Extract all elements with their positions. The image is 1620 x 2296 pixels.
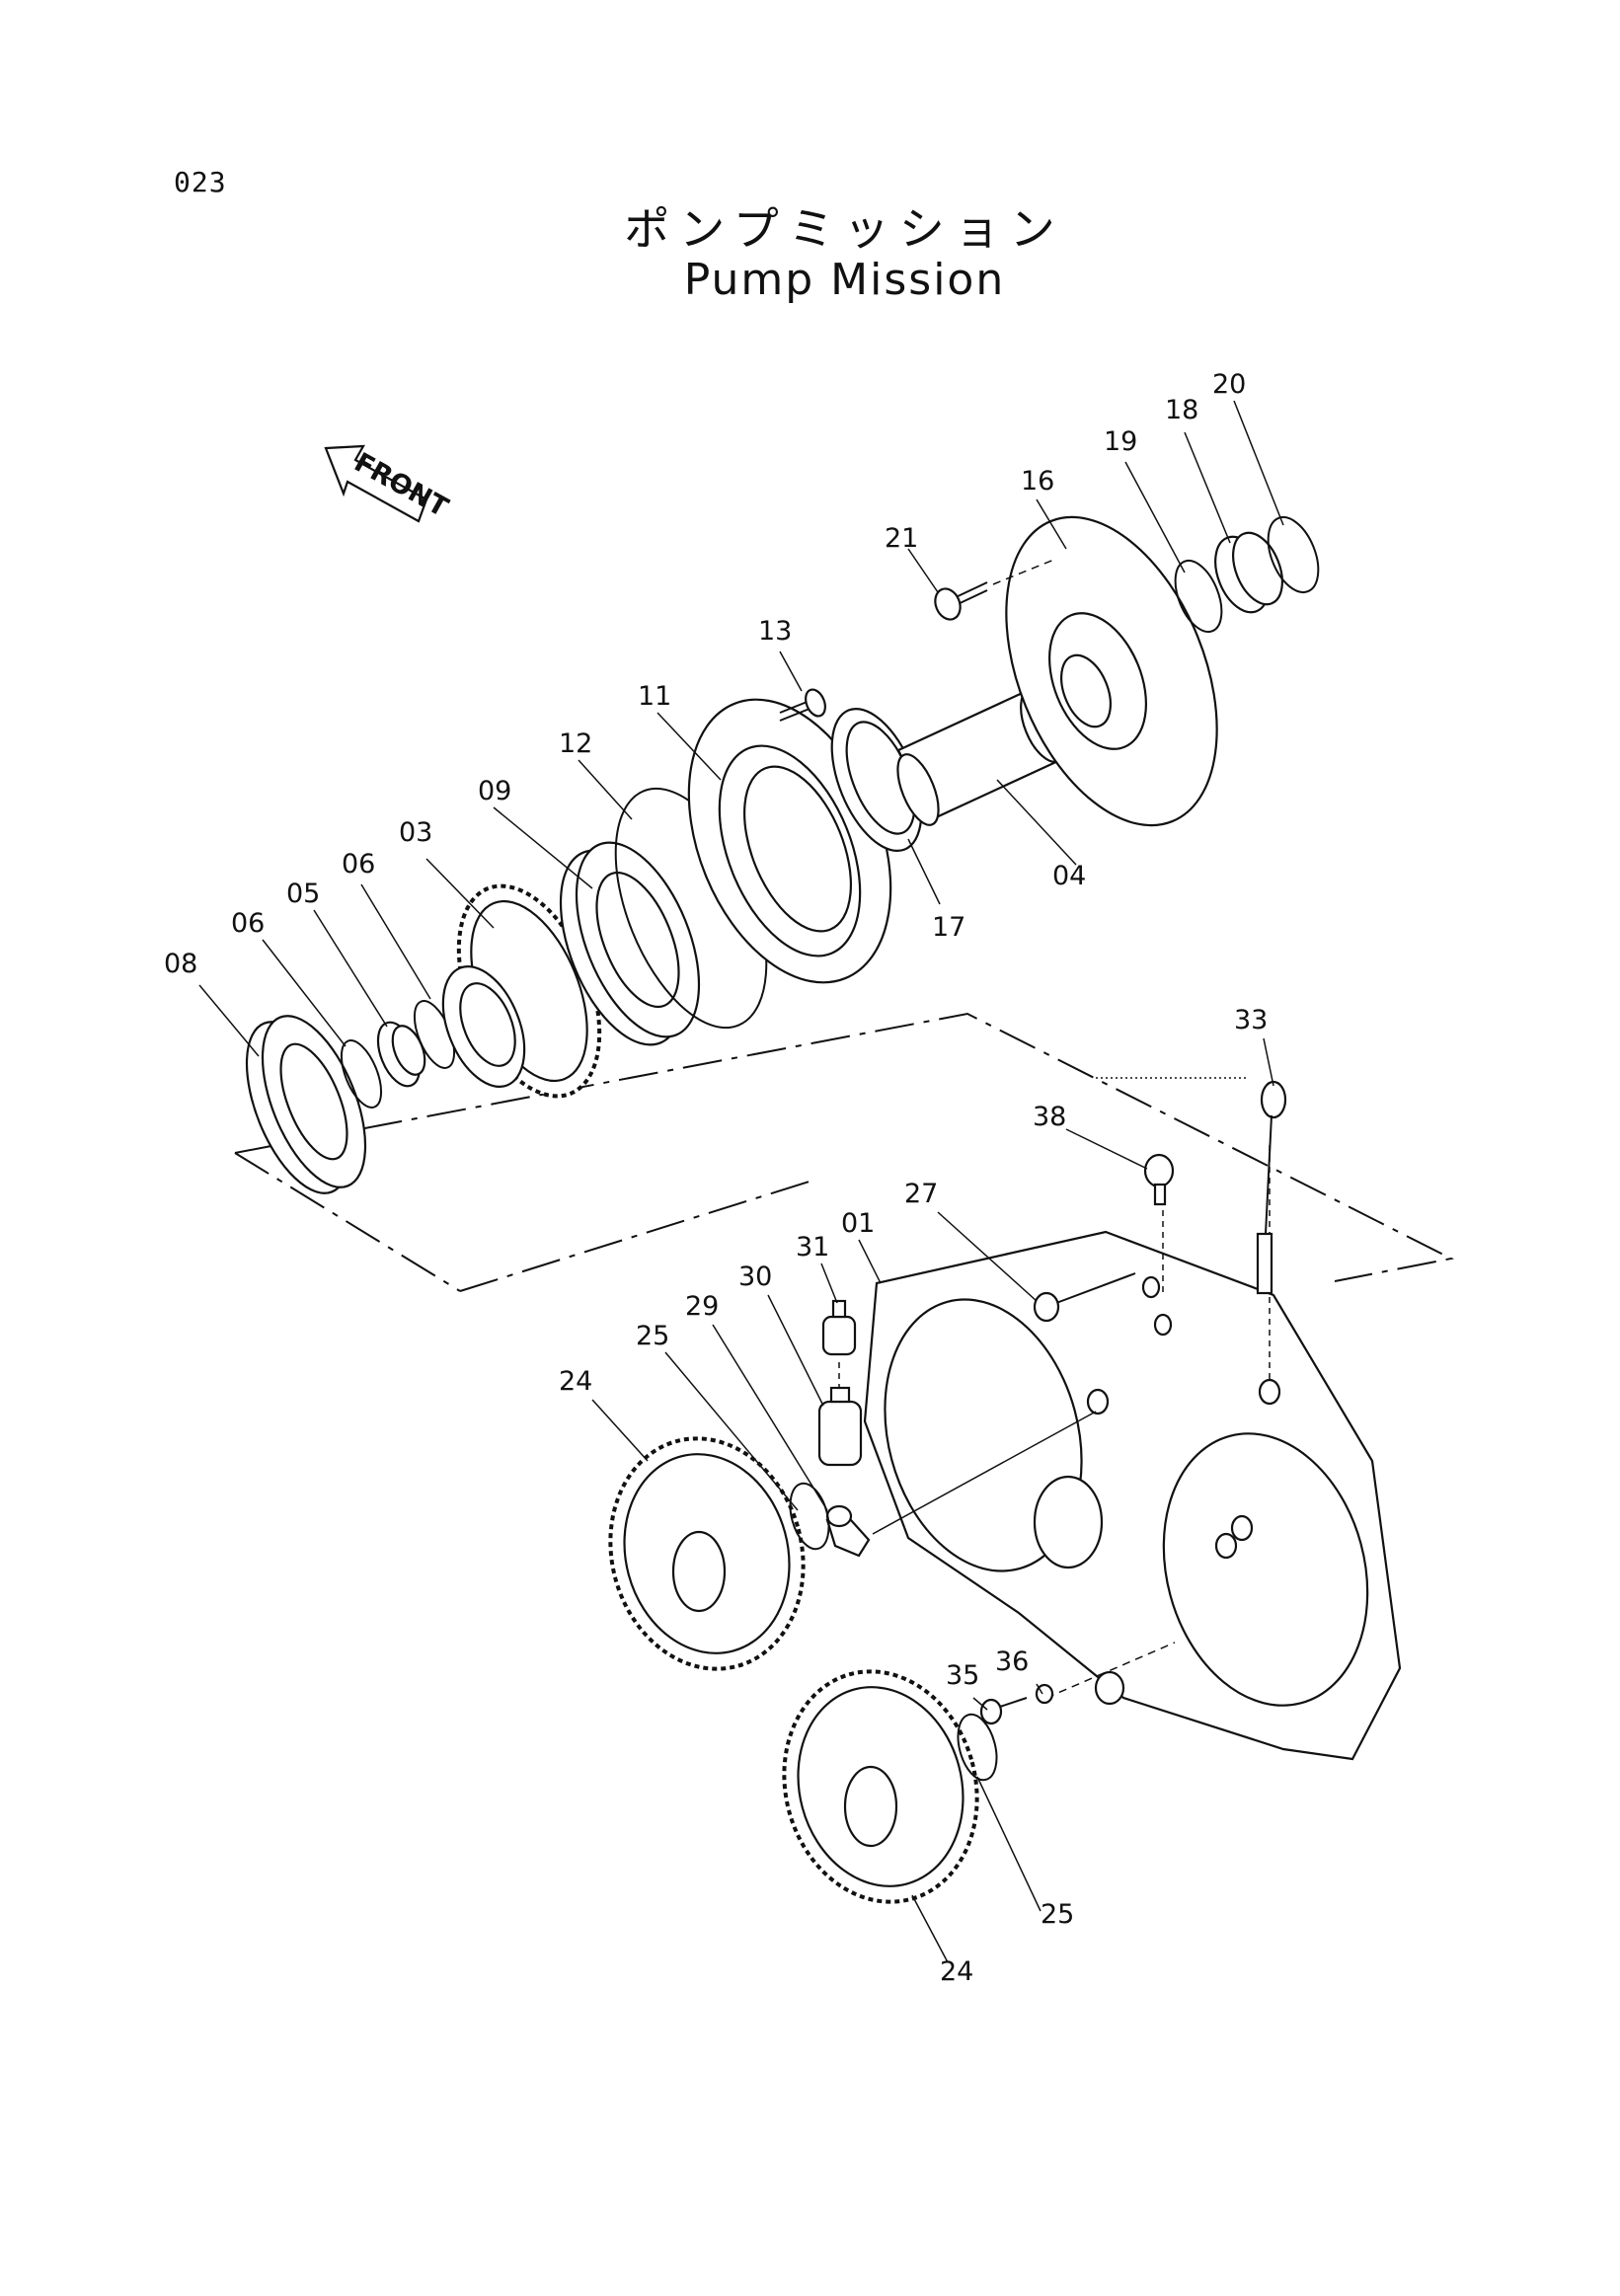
label-31: 31 <box>796 1232 829 1263</box>
part-35-bolt <box>979 1697 1028 1725</box>
part-19-o-ring <box>1174 559 1223 634</box>
label-20: 20 <box>1212 369 1246 400</box>
label-16: 16 <box>1021 466 1054 497</box>
part-01-casing <box>863 1230 1402 1761</box>
label-06-a: 06 <box>231 908 265 939</box>
label-17: 17 <box>932 912 965 943</box>
label-01: 01 <box>841 1208 875 1239</box>
upper-group-boundary <box>234 1012 1455 1282</box>
label-33: 33 <box>1234 1005 1268 1035</box>
part-25-snap-ring-lower <box>957 1713 998 1782</box>
label-24-b: 24 <box>940 1956 973 1987</box>
label-13: 13 <box>758 616 792 647</box>
part-29-elbow-fitting <box>825 1504 871 1558</box>
part-06-snap-ring <box>340 1039 383 1109</box>
label-04: 04 <box>1052 861 1086 891</box>
label-25-b: 25 <box>1041 1899 1074 1930</box>
label-06-b: 06 <box>342 849 375 880</box>
label-38: 38 <box>1033 1102 1066 1132</box>
front-arrow-icon: FRONT <box>324 444 453 523</box>
label-29: 29 <box>685 1291 719 1322</box>
part-27-bolt <box>1033 1272 1136 1323</box>
label-18: 18 <box>1165 395 1198 425</box>
label-09: 09 <box>478 776 511 806</box>
label-30: 30 <box>738 1262 772 1292</box>
part-09-bearing <box>559 841 701 1046</box>
label-36: 36 <box>995 1646 1029 1677</box>
part-31-breather-cap <box>821 1299 857 1356</box>
label-12: 12 <box>559 728 592 759</box>
label-05: 05 <box>286 879 320 909</box>
part-38-eye-bolt <box>1143 1153 1175 1206</box>
label-21: 21 <box>885 523 918 554</box>
part-33-level-gauge <box>1256 1080 1287 1295</box>
part-21-bolt <box>934 558 1057 621</box>
part-24-gear-lower <box>782 1669 979 1904</box>
part-05-collar <box>376 1021 426 1088</box>
label-03: 03 <box>399 817 432 848</box>
part-13-bolt <box>779 688 826 722</box>
part-20-snap-ring <box>1267 516 1320 593</box>
title-japanese: ポンプミッション <box>624 202 1065 256</box>
label-25-a: 25 <box>636 1321 669 1351</box>
part-25-snap-ring-upper <box>789 1482 830 1551</box>
part-30-breather-filter <box>817 1386 863 1467</box>
label-24-a: 24 <box>559 1366 592 1397</box>
part-08-bearing <box>245 1015 367 1194</box>
part-11-bearing-housing <box>687 698 892 984</box>
title-english: Pump Mission <box>683 255 1006 305</box>
part-16-cover-plate <box>1005 515 1218 827</box>
label-27: 27 <box>904 1179 938 1209</box>
label-19: 19 <box>1104 426 1137 457</box>
page-number: 023 <box>174 166 227 198</box>
label-35: 35 <box>946 1660 979 1691</box>
label-08: 08 <box>164 949 197 979</box>
label-11: 11 <box>638 681 671 712</box>
part-24-gear-upper <box>608 1436 806 1671</box>
